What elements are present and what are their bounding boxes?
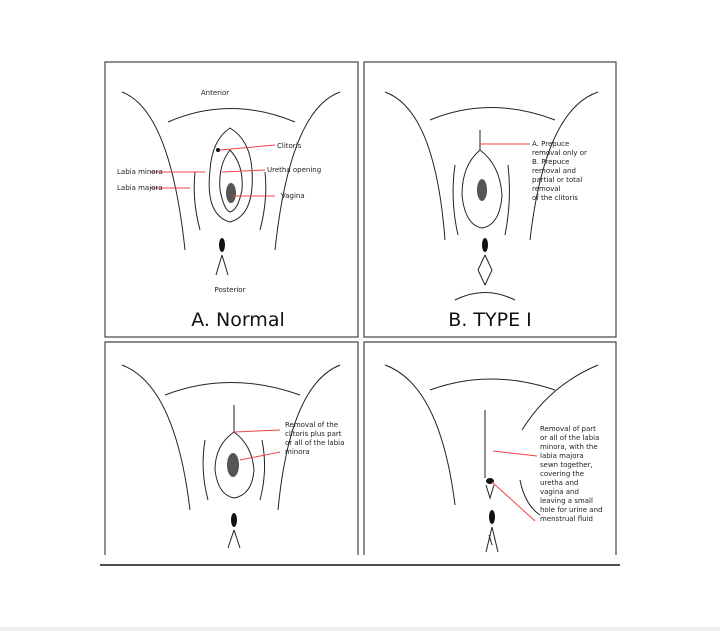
- labia-minora-label: Labia minora: [117, 168, 163, 176]
- labia-majora-label: Labia majora: [117, 184, 163, 192]
- vagina-label: Vagina: [281, 192, 305, 200]
- anterior-label: Anterior: [201, 89, 229, 97]
- panel-a-illustration: [121, 91, 341, 276]
- posterior-label: Posterior: [215, 286, 246, 294]
- urethra-label: Uretha opening: [267, 166, 321, 174]
- panel-d-illustration: [384, 364, 599, 553]
- bottom-bar: [0, 627, 720, 631]
- panel-b-title: B. TYPE I: [448, 309, 531, 331]
- panel-d-frame: [363, 341, 617, 555]
- panel-d-note: Removal of part or all of the labia mino…: [540, 425, 605, 523]
- panel-c-illustration: [121, 364, 341, 549]
- panel-b-note: A. Prepuce removal only or B. Prepuce re…: [532, 140, 589, 202]
- panel-a-title: A. Normal: [191, 309, 285, 331]
- clitoris-label: Clitoris: [277, 142, 302, 150]
- panel-c-frame: [104, 341, 359, 555]
- panel-b-illustration: [384, 91, 599, 301]
- panel-a-frame: [104, 61, 359, 338]
- panel-c-note: Removal of the clitoris plus part or all…: [285, 421, 347, 456]
- panel-b-frame: [363, 61, 617, 338]
